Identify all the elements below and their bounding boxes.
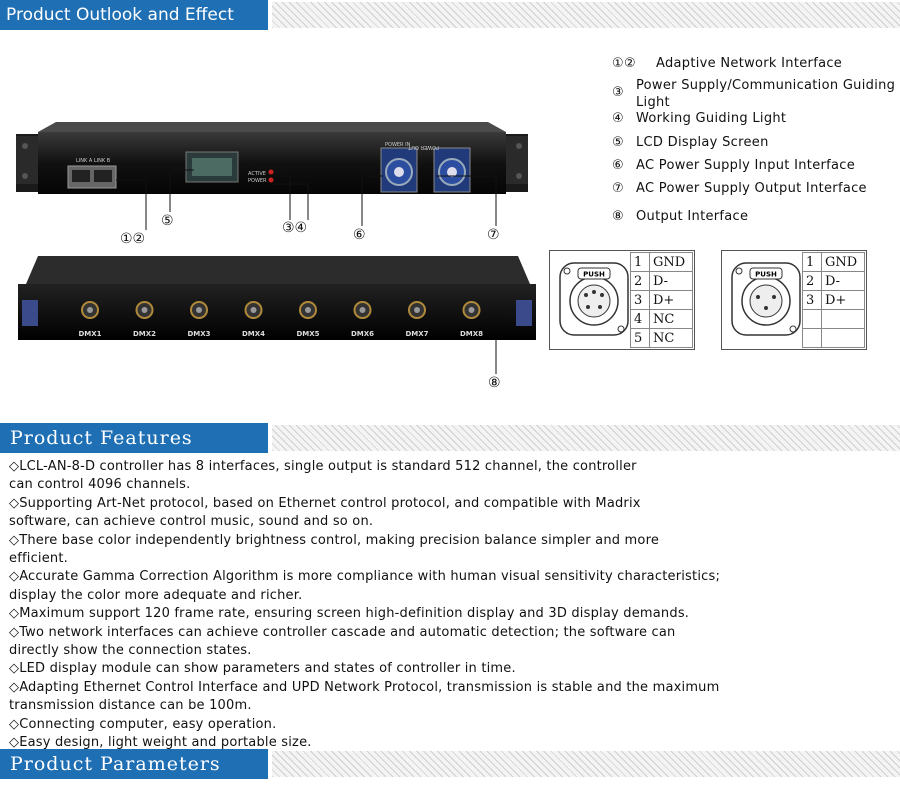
pin-number [802,328,822,348]
features-list: ◇LCL-AN-8-D controller has 8 interfaces,… [9,458,889,753]
pin-signal: D- [649,271,693,291]
feature-line: can control 4096 channels. [9,477,191,493]
feature-line: software, can achieve control music, sou… [9,514,374,530]
dmx-port: DMX6 [351,301,374,338]
header-stripes [272,2,900,28]
pin-number: 2 [802,271,822,291]
dmx-port: DMX2 [133,301,156,338]
dmx-port-label: DMX8 [460,330,483,338]
feature-line: display the color more adequate and rich… [9,587,303,603]
feature-line: ◇Two network interfaces can achieve cont… [9,624,676,640]
dmx-port-label: DMX7 [405,330,428,338]
dmx-port-label: DMX6 [351,330,374,338]
pin-signal [821,309,865,329]
feature-line: ◇There base color independently brightne… [9,532,660,548]
pinout-row [802,309,865,329]
feature-line: ◇Easy design, light weight and portable … [9,735,312,751]
section-header-features: Product Features [0,423,900,453]
section-tab: Product Outlook and Effect [0,0,268,30]
feature-line: ◇Accurate Gamma Correction Algorithm is … [9,569,721,585]
callout-6: ⑥ [353,227,366,243]
callout-7: ⑦ [487,227,500,243]
pin-number: 3 [802,290,822,310]
pin-number: 3 [630,290,650,310]
pin-number [802,309,822,329]
dmx-port: DMX8 [460,301,483,338]
pin-number: 1 [630,252,650,272]
section-tab: Product Parameters [0,749,268,779]
active-label: ACTIVE [248,171,266,177]
pin-signal: NC [649,309,693,329]
dmx-port-label: DMX3 [187,330,210,338]
xlr-5pin-connector: PUSH [559,262,629,336]
xlr-3pin-connector: PUSH [731,262,801,336]
pin-number: 5 [630,328,650,348]
feature-line: ◇Connecting computer, easy operation. [9,716,277,732]
feature-line: efficient. [9,551,68,567]
header-stripes [272,751,900,777]
dmx-port-label: DMX4 [242,330,265,338]
pinout-row [802,328,865,348]
section-title: Product Outlook and Effect [6,5,234,25]
dmx-port-label: DMX2 [133,330,156,338]
feature-line: ◇Maximum support 120 frame rate, ensurin… [9,606,690,622]
callout-3-4: ③④ [282,220,308,236]
link-label: LINK A LINK B [76,158,111,164]
pin-number: 1 [802,252,822,272]
callout-5: ⑤ [161,213,174,229]
feature-line: ◇Adapting Ethernet Control Interface and… [9,679,720,695]
pin-signal: GND [821,252,865,272]
push-label: PUSH [583,271,605,279]
dmx-port: DMX3 [187,301,211,338]
header-stripes [272,425,900,451]
section-tab: Product Features [0,423,268,453]
feature-line: ◇Supporting Art-Net protocol, based on E… [9,495,641,511]
push-label: PUSH [755,271,777,279]
pin-signal: NC [649,328,693,348]
power-in-label: POWER IN [385,142,411,148]
device-rear-panel: DMX1 DMX2 DMX3 DMX4 DMX5 DMX6 DMX7 DMX8 [18,256,536,340]
pin-signal [821,328,865,348]
feature-line: ◇LCL-AN-8-D controller has 8 interfaces,… [9,459,637,474]
power-out-label: POWER OUT [407,144,439,150]
device-front-panel: LINK A LINK B ACTIVE POWER POWER IN POWE… [16,122,528,202]
pin-signal: D+ [821,290,865,310]
pin-signal: GND [649,252,693,272]
power-label: POWER [248,178,267,184]
section-header-parameters: Product Parameters [0,749,900,779]
feature-line: directly show the connection states. [9,643,252,659]
pin-number: 4 [630,309,650,329]
callout-8: ⑧ [488,375,501,391]
pin-signal: D- [821,271,865,291]
section-title: Product Parameters [10,753,221,775]
dmx-port-label: DMX1 [78,330,101,338]
pin-number: 2 [630,271,650,291]
dmx-port: DMX5 [296,301,320,338]
dmx-port-label: DMX5 [296,330,319,338]
dmx-port: DMX1 [78,301,102,338]
dmx-port: DMX7 [405,301,429,338]
pin-signal: D+ [649,290,693,310]
dmx-port: DMX4 [242,301,265,338]
section-header-outlook: Product Outlook and Effect [0,0,900,30]
feature-line: transmission distance can be 100m. [9,698,252,714]
callout-1-2: ①② [120,231,146,247]
section-title: Product Features [10,427,193,449]
feature-line: ◇LED display module can show parameters … [9,661,516,677]
